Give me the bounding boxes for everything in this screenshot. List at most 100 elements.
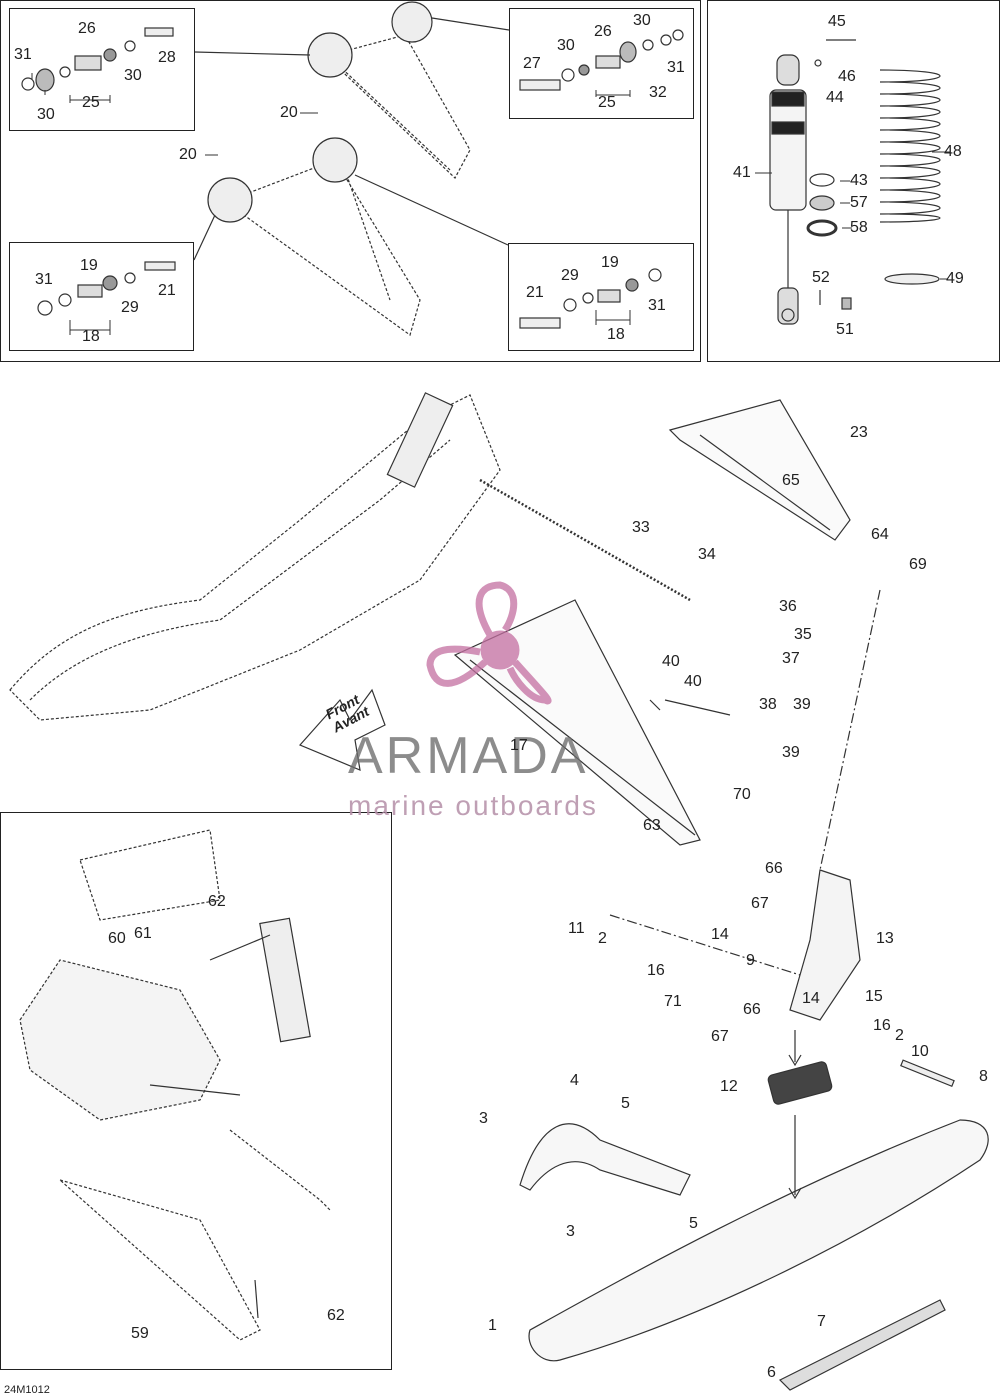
callout-18: 18 xyxy=(607,326,625,343)
inset-lower-art xyxy=(59,1179,261,1341)
panel-c-box xyxy=(9,242,194,351)
callout-66: 66 xyxy=(765,860,783,877)
callout-57: 57 xyxy=(850,194,868,211)
top-left-panel xyxy=(0,0,701,362)
panel-a-box xyxy=(9,8,195,131)
callout-15: 15 xyxy=(865,988,883,1005)
callout-20: 20 xyxy=(179,146,197,163)
callout-31: 31 xyxy=(648,297,666,314)
callout-5: 5 xyxy=(621,1095,630,1112)
inset-shock-art xyxy=(259,917,311,1043)
leader-d xyxy=(354,174,509,246)
callout-67: 67 xyxy=(751,895,769,912)
upper-a-arm-23 xyxy=(668,399,851,541)
callout-41: 41 xyxy=(733,164,751,181)
lower-pivot-right xyxy=(312,137,358,183)
nut-51 xyxy=(841,297,852,310)
callout-37: 37 xyxy=(782,650,800,667)
lower-a-arm-outline xyxy=(229,159,421,336)
frame-shock xyxy=(386,392,454,488)
ring-57 xyxy=(809,195,835,211)
bolt-8 xyxy=(900,1059,955,1088)
callout-16: 16 xyxy=(647,962,665,979)
callout-26: 26 xyxy=(78,20,96,37)
callout-2: 2 xyxy=(895,1027,904,1044)
watermark-propeller xyxy=(426,581,552,705)
callout-51: 51 xyxy=(836,321,854,338)
inset-arrow-3 xyxy=(254,1279,259,1319)
callout-43: 43 xyxy=(850,172,868,189)
leader-c xyxy=(193,214,216,261)
callout-13: 13 xyxy=(876,930,894,947)
callout-64: 64 xyxy=(871,526,889,543)
callout-65: 65 xyxy=(782,472,800,489)
callout-58: 58 xyxy=(850,219,868,236)
upper-pivot-right xyxy=(391,1,433,43)
callout-39: 39 xyxy=(793,696,811,713)
callout-31: 31 xyxy=(35,271,53,288)
leaders xyxy=(31,73,950,335)
callout-29: 29 xyxy=(121,299,139,316)
callout-49: 49 xyxy=(946,270,964,287)
watermark-brand: ARMADA xyxy=(348,727,589,785)
callout-70: 70 xyxy=(733,786,751,803)
lower-pivot-left xyxy=(207,177,253,223)
arrow-to-spindle xyxy=(788,1030,802,1067)
callout-62: 62 xyxy=(327,1307,345,1324)
callout-71: 71 xyxy=(664,993,682,1010)
callout-19: 19 xyxy=(80,257,98,274)
callout-66: 66 xyxy=(743,1001,761,1018)
callout-14: 14 xyxy=(802,990,820,1007)
callout-2: 2 xyxy=(598,930,607,947)
center-line-69-13 xyxy=(819,589,881,871)
callout-3: 3 xyxy=(566,1223,575,1240)
callout-12: 12 xyxy=(720,1078,738,1095)
leader-a xyxy=(194,51,311,56)
callout-61: 61 xyxy=(134,925,152,942)
panel-d-parts xyxy=(519,268,662,329)
panel-b-box xyxy=(509,8,694,119)
callout-63: 63 xyxy=(643,817,661,834)
o-ring-43 xyxy=(809,173,835,187)
panel-a-parts xyxy=(21,27,174,92)
callout-67: 67 xyxy=(711,1028,729,1045)
inset-arm-art xyxy=(79,829,331,1211)
callout-9: 9 xyxy=(746,952,755,969)
callout-16: 16 xyxy=(873,1017,891,1034)
callout-59: 59 xyxy=(131,1325,149,1342)
callout-35: 35 xyxy=(794,626,812,643)
callout-21: 21 xyxy=(526,284,544,301)
inset-arrow-1 xyxy=(209,934,271,961)
callout-52: 52 xyxy=(812,269,830,286)
callout-7: 7 xyxy=(817,1313,826,1330)
callout-11: 11 xyxy=(568,920,585,937)
callout-25: 25 xyxy=(598,94,616,111)
callout-46: 46 xyxy=(838,68,856,85)
callout-27: 27 xyxy=(523,55,541,72)
leader-b xyxy=(431,17,510,31)
callout-38: 38 xyxy=(759,696,777,713)
frame-inner xyxy=(29,439,451,701)
callout-5: 5 xyxy=(689,1215,698,1232)
arrow-to-ski xyxy=(788,1115,802,1200)
callout-8: 8 xyxy=(979,1068,988,1085)
runner-6 xyxy=(778,1299,946,1391)
callout-18: 18 xyxy=(82,328,100,345)
leader-38 xyxy=(649,699,731,716)
callout-32: 32 xyxy=(649,84,667,101)
upper-a-arm-outline xyxy=(329,34,471,179)
callout-31: 31 xyxy=(14,46,32,63)
callout-3: 3 xyxy=(479,1110,488,1127)
inset-panel xyxy=(0,812,392,1370)
diagram-code: 24M1012 xyxy=(4,1384,50,1396)
panel-c-parts xyxy=(37,261,176,316)
callout-36: 36 xyxy=(779,598,797,615)
ring-58 xyxy=(806,219,838,237)
callout-19: 19 xyxy=(601,254,619,271)
callout-39: 39 xyxy=(782,744,800,761)
panel-b-parts xyxy=(519,29,684,91)
frame-outline xyxy=(9,394,501,721)
upper-pivot-left xyxy=(307,32,353,78)
callout-33: 33 xyxy=(632,519,650,536)
